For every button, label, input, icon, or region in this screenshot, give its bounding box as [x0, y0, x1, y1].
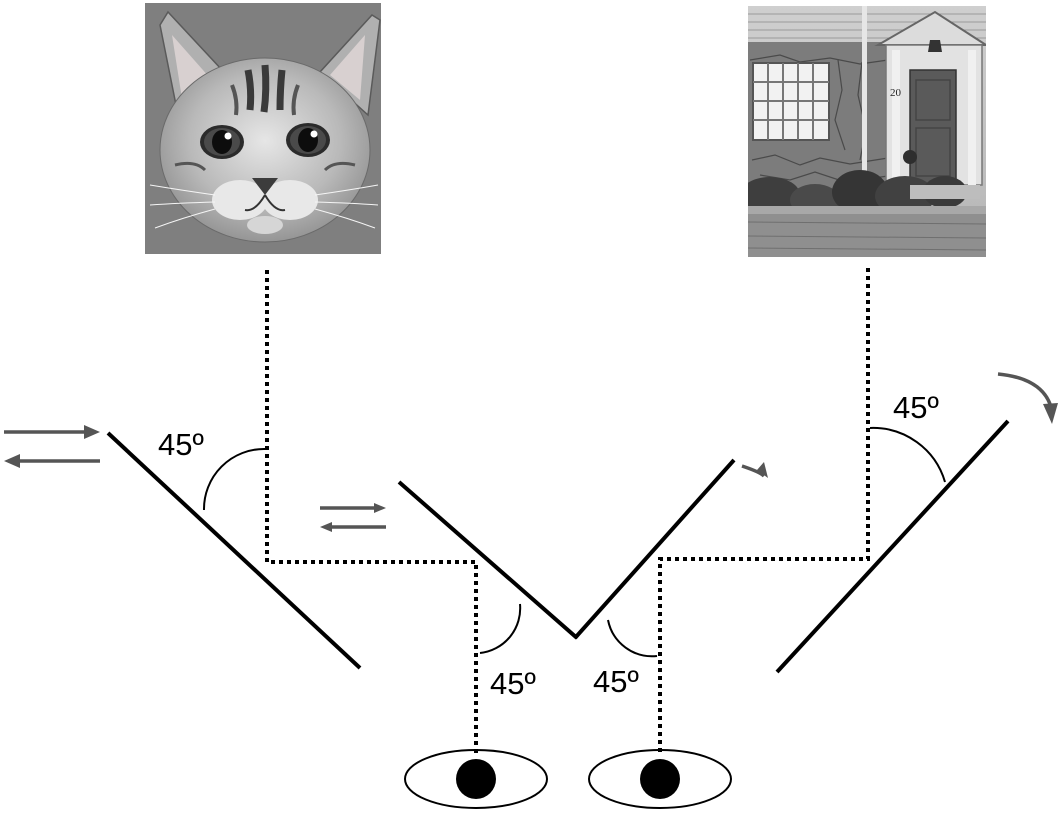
inner-left-mirror: [397, 480, 579, 640]
angle-arc-inner-left: [479, 603, 522, 654]
right-light-path: [658, 268, 870, 755]
inner-left-translation-arrows: [320, 503, 386, 532]
angle-arc-outer-left: [202, 447, 266, 511]
house-image: 20: [748, 6, 986, 257]
cat-image: [145, 3, 381, 254]
outer-left-mirror: [106, 431, 362, 670]
angle-label-outer-left: 45º: [158, 427, 204, 462]
right-eye: [588, 749, 732, 809]
angle-arc-outer-right: [869, 426, 946, 483]
angle-label-inner-right: 45º: [593, 664, 639, 699]
angle-label-inner-left: 45º: [490, 666, 536, 701]
left-light-path: [265, 270, 478, 755]
inner-right-mirror: [573, 458, 736, 640]
angle-label-outer-right: 45º: [893, 390, 939, 425]
outer-left-translation-arrows: [4, 425, 100, 468]
angle-arc-inner-right: [607, 619, 658, 658]
outer-right-rotation-arrow: [997, 372, 1058, 424]
inner-right-rotation-arrow: [741, 462, 768, 478]
left-eye: [404, 749, 548, 809]
svg-text:20: 20: [890, 87, 902, 99]
outer-right-mirror: [775, 419, 1010, 674]
